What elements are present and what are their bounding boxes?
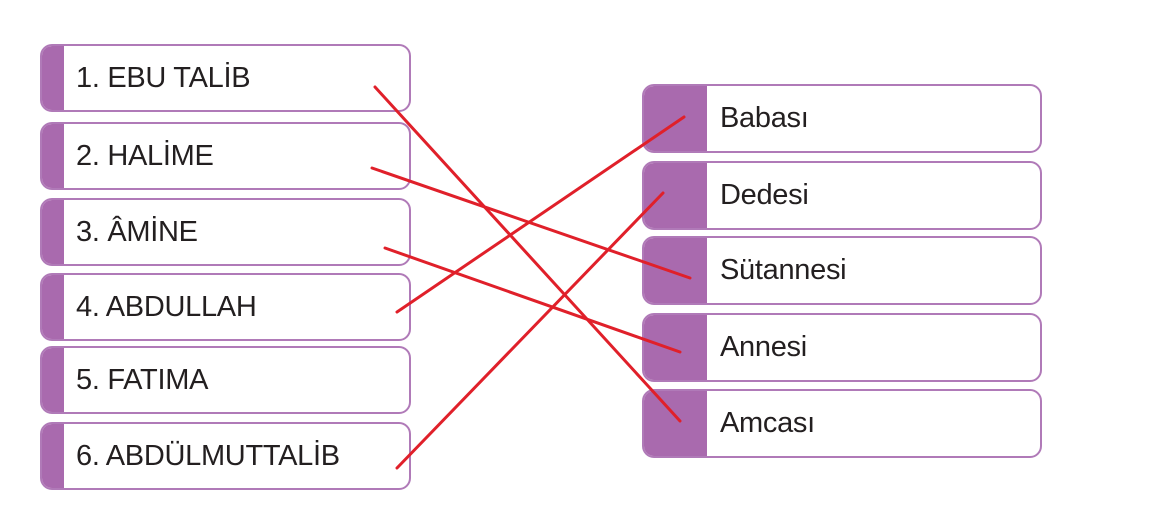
right-item[interactable]: Dedesi	[642, 161, 1042, 230]
match-line	[373, 85, 682, 423]
left-item-tab	[42, 275, 64, 339]
left-item-tab	[42, 348, 64, 412]
match-line	[383, 246, 682, 354]
right-item-tab	[644, 391, 707, 456]
right-item-label: Amcası	[720, 407, 815, 439]
match-line	[395, 191, 665, 470]
right-item[interactable]: Babası	[642, 84, 1042, 153]
left-item-label: 1. EBU TALİB	[76, 61, 251, 94]
left-item[interactable]: 1. EBU TALİB	[40, 44, 411, 112]
left-item-label: 3. ÂMİNE	[76, 215, 198, 248]
right-item-label: Sütannesi	[720, 254, 847, 286]
left-item-tab	[42, 46, 64, 110]
match-line	[395, 115, 686, 314]
left-item-label: 4. ABDULLAH	[76, 290, 257, 323]
right-item-tab	[644, 238, 707, 303]
left-item[interactable]: 6. ABDÜLMUTTALİB	[40, 422, 411, 490]
right-item[interactable]: Annesi	[642, 313, 1042, 382]
left-item-tab	[42, 200, 64, 264]
right-item-tab	[644, 163, 707, 228]
left-item-label: 6. ABDÜLMUTTALİB	[76, 439, 340, 472]
right-item-tab	[644, 315, 707, 380]
right-item[interactable]: Amcası	[642, 389, 1042, 458]
left-item-label: 2. HALİME	[76, 139, 214, 172]
right-item[interactable]: Sütannesi	[642, 236, 1042, 305]
right-item-label: Annesi	[720, 331, 807, 363]
right-item-label: Dedesi	[720, 179, 809, 211]
left-item-tab	[42, 424, 64, 488]
left-item[interactable]: 3. ÂMİNE	[40, 198, 411, 266]
right-item-tab	[644, 86, 707, 151]
left-item[interactable]: 5. FATIMA	[40, 346, 411, 414]
right-item-label: Babası	[720, 102, 809, 134]
left-item[interactable]: 4. ABDULLAH	[40, 273, 411, 341]
left-item-tab	[42, 124, 64, 188]
left-item[interactable]: 2. HALİME	[40, 122, 411, 190]
left-item-label: 5. FATIMA	[76, 363, 209, 396]
